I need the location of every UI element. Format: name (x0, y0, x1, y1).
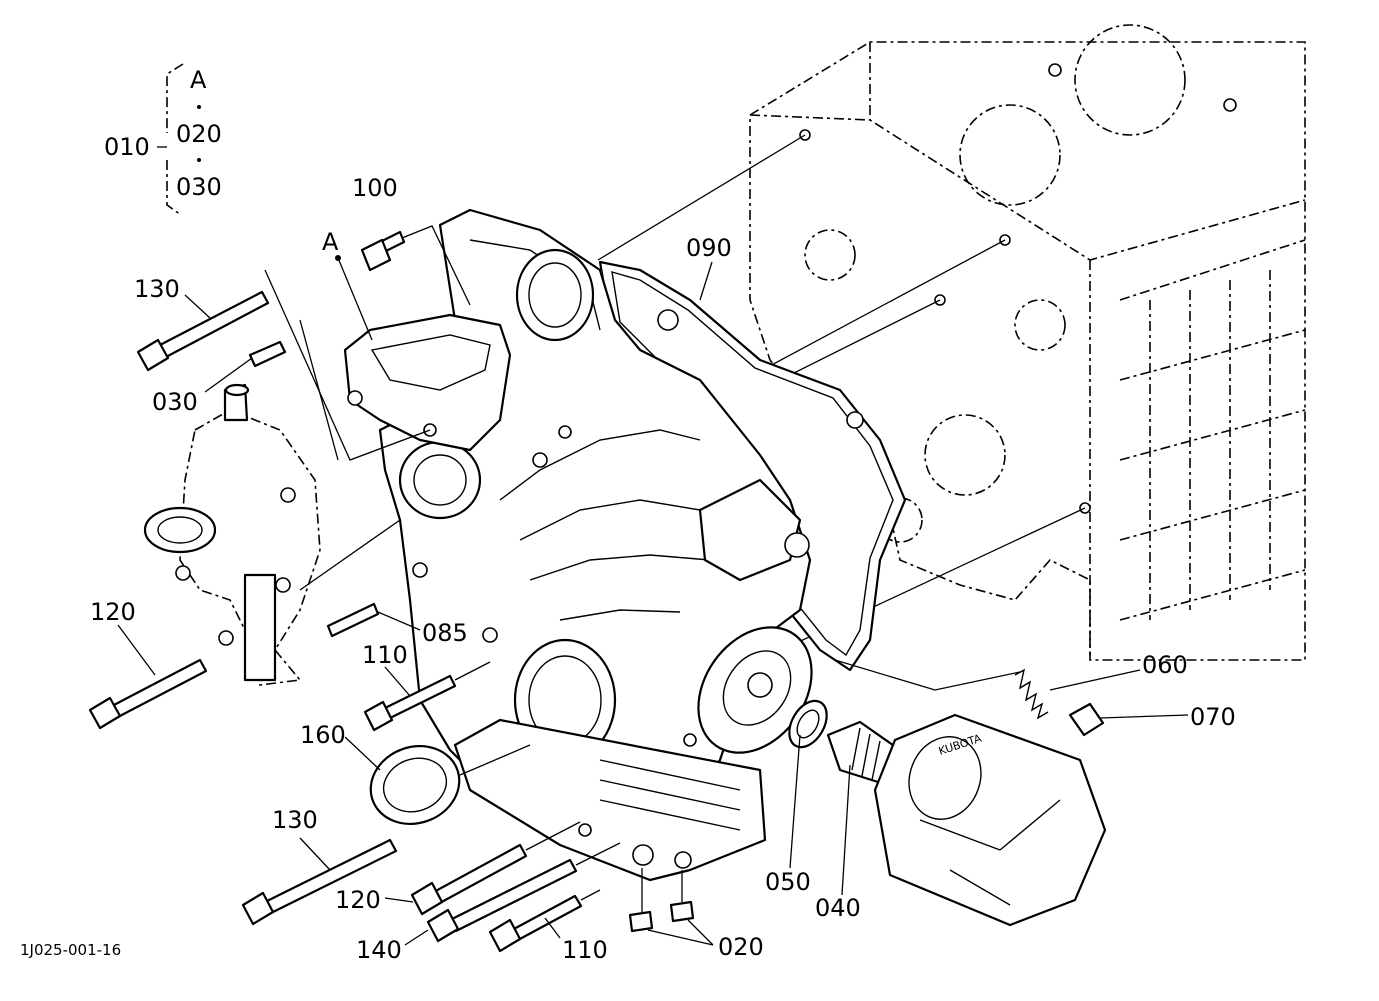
oil-filter: KUBOTA (873, 713, 1107, 927)
callout-100: 100 (352, 174, 398, 202)
group-member-020: 020 (176, 120, 222, 148)
callout-110-mid: 110 (362, 641, 408, 669)
group-member-030: 030 (176, 173, 222, 201)
callout-120-bottom: 120 (335, 886, 381, 914)
callout-130-bottom: 130 (272, 806, 318, 834)
bolt-110-mid (363, 661, 491, 732)
group-parent-label: 010 (104, 133, 150, 161)
callout-110-bottom: 110 (562, 936, 608, 964)
bolt-120-bottom (410, 821, 581, 916)
bolt-130-bottom (241, 838, 398, 926)
callout-060: 060 (1142, 651, 1188, 679)
callout-030: 030 (152, 388, 198, 416)
callout-020: 020 (718, 933, 764, 961)
water-pump (143, 383, 321, 686)
bolt-110-bottom (488, 889, 601, 953)
callout-130-top: 130 (134, 275, 180, 303)
bolt-130-top (136, 290, 270, 372)
plugs-020 (628, 868, 695, 933)
callout-160: 160 (300, 721, 346, 749)
bolt-120-left (88, 658, 208, 730)
callout-050: 050 (765, 868, 811, 896)
stud-030 (248, 340, 287, 368)
callout-070: 070 (1190, 703, 1236, 731)
thermostat-housing (343, 313, 512, 452)
callout-a: A (322, 228, 339, 256)
callout-090: 090 (686, 234, 732, 262)
group-top-letter: A (190, 66, 207, 94)
group-bracket: A 010 020 030 (104, 63, 222, 216)
bolt-100 (360, 225, 471, 306)
callout-040: 040 (815, 894, 861, 922)
callout-120-left: 120 (90, 598, 136, 626)
bolt-140 (426, 842, 621, 943)
stud-085 (326, 602, 380, 638)
spring-060 (1014, 668, 1049, 720)
plug-070 (1068, 702, 1105, 737)
drawing-code: 1J025-001-16 (20, 941, 121, 959)
callout-085: 085 (422, 619, 468, 647)
oil-seal-160 (369, 744, 531, 825)
callout-140: 140 (356, 936, 402, 964)
